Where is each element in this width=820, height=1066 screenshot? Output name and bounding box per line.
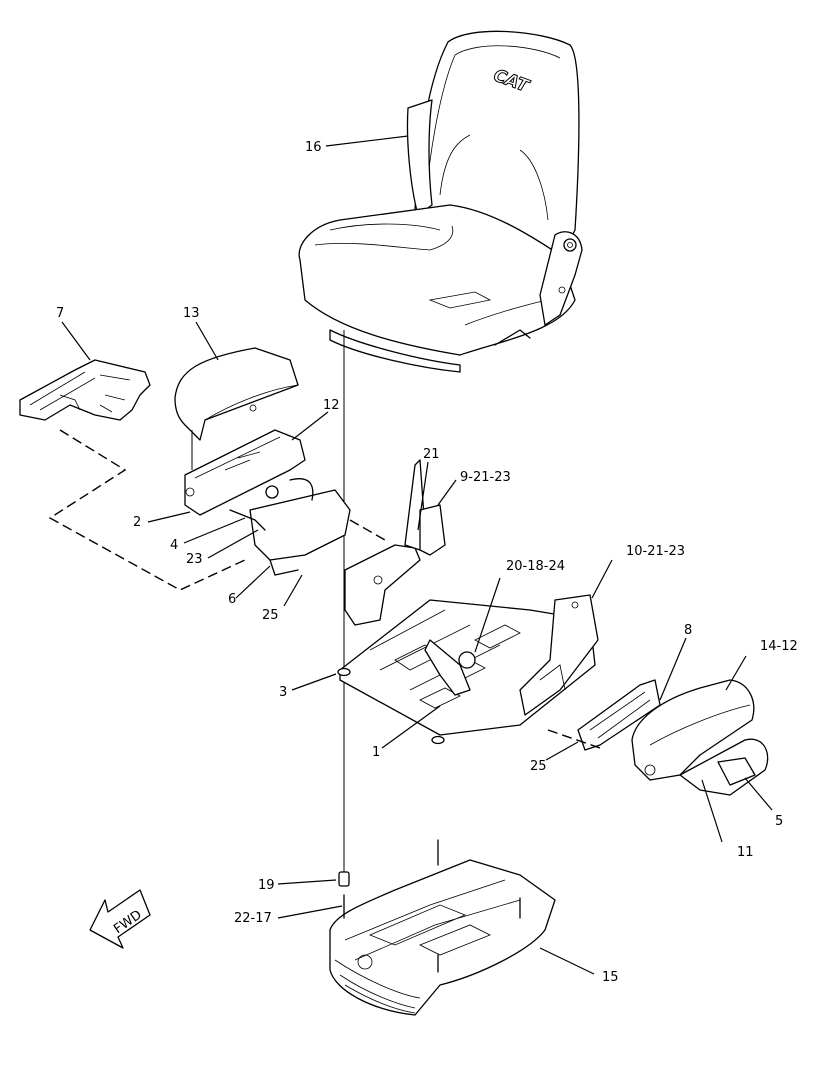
callout-22-17: 22-17 <box>234 911 272 926</box>
seat-frame <box>337 459 599 745</box>
callout-3: 3 <box>279 685 287 700</box>
callout-25-left: 25 <box>262 608 279 623</box>
callout-5: 5 <box>775 814 783 829</box>
callout-25-right: 25 <box>530 759 547 774</box>
suspension-base <box>329 839 556 1016</box>
callout-9-21-23: 9-21-23 <box>460 470 511 485</box>
callout-7: 7 <box>56 306 64 321</box>
callout-16: 16 <box>305 140 322 155</box>
callout-1: 1 <box>372 745 380 760</box>
callout-8: 8 <box>684 623 692 638</box>
callout-20-18-24: 20-18-24 <box>506 559 565 574</box>
left-armrest-pad <box>174 347 299 441</box>
armrest-dashed-connector <box>48 429 246 591</box>
callout-2: 2 <box>133 515 141 530</box>
callout-21: 21 <box>423 447 440 462</box>
forward-direction-arrow-icon: FWD <box>89 889 151 949</box>
seat-assembly: CAT <box>298 30 583 373</box>
callout-10-21-23: 10-21-23 <box>626 544 685 559</box>
callout-11: 11 <box>737 845 754 860</box>
callout-19: 19 <box>258 878 275 893</box>
callout-13: 13 <box>183 306 200 321</box>
callout-6: 6 <box>228 592 236 607</box>
callout-15: 15 <box>602 970 619 985</box>
callout-23: 23 <box>186 552 203 567</box>
callout-labels: 16 7 13 12 21 9-21-23 2 4 23 6 25 20-18-… <box>56 140 798 985</box>
right-armrest-assembly <box>577 679 769 796</box>
callout-12: 12 <box>323 398 340 413</box>
callout-14-12: 14-12 <box>760 639 798 654</box>
left-armrest-bracket <box>19 359 151 421</box>
left-armrest-mount <box>184 429 351 576</box>
leader-lines <box>61 135 773 975</box>
callout-4: 4 <box>170 538 178 553</box>
